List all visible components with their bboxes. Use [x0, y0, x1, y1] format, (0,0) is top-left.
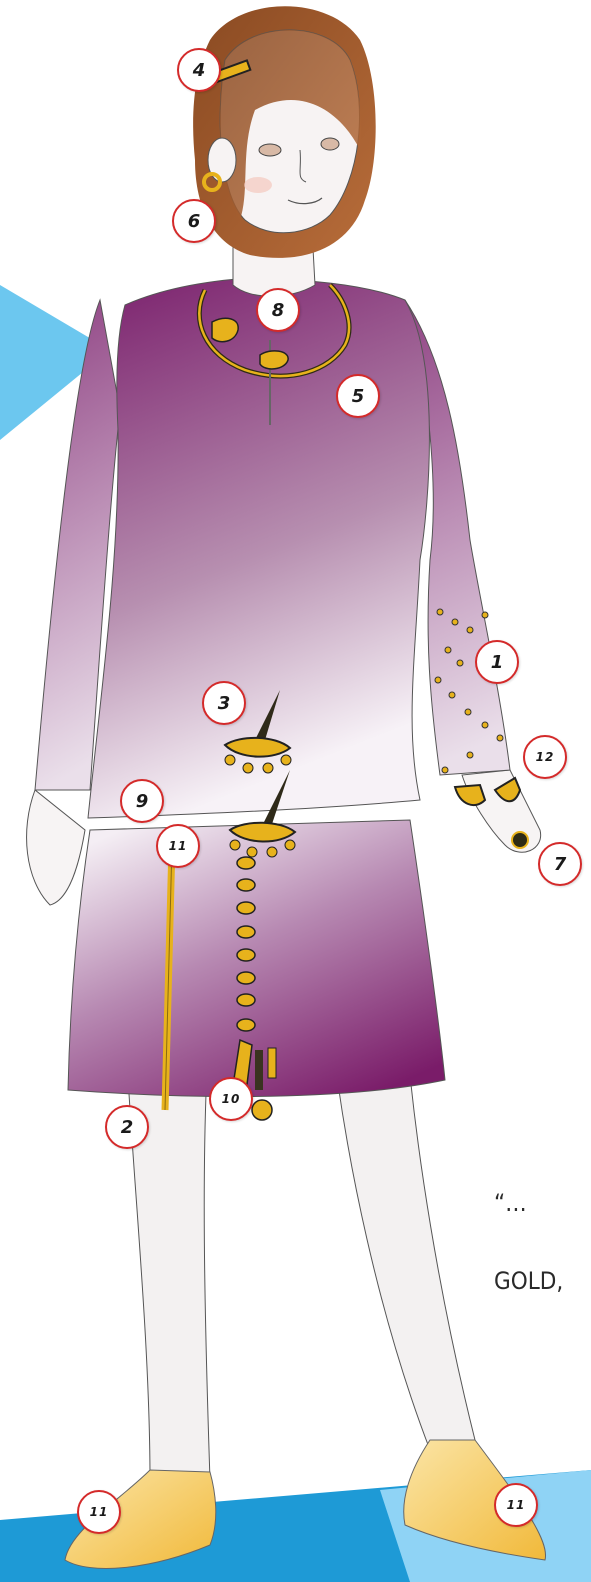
callout-marker-10: 10 — [209, 1077, 253, 1121]
callout-marker-4: 4 — [177, 48, 221, 92]
finger-ring — [512, 832, 528, 848]
callout-marker-5: 5 — [336, 374, 380, 418]
left-eye — [259, 144, 281, 156]
left-hand — [27, 790, 85, 905]
callout-marker-7: 7 — [538, 842, 582, 886]
callout-marker-11-right-shoe: 11 — [494, 1483, 538, 1527]
callout-marker-12: 12 — [523, 735, 567, 779]
callout-marker-1: 1 — [475, 640, 519, 684]
quote-line-2: GOLD, — [494, 1268, 563, 1294]
callout-marker-8: 8 — [256, 288, 300, 332]
cheek — [244, 177, 272, 193]
callout-marker-11-staff: 11 — [156, 824, 200, 868]
callout-marker-3: 3 — [202, 681, 246, 725]
callout-marker-2: 2 — [105, 1105, 149, 1149]
callout-marker-11-left-shoe: 11 — [77, 1490, 121, 1534]
quote-line-1: “… — [494, 1190, 563, 1216]
brooch-center — [260, 351, 288, 369]
callout-marker-6: 6 — [172, 199, 216, 243]
callout-marker-9: 9 — [120, 779, 164, 823]
quote-text: “… GOLD, — [494, 1138, 563, 1320]
right-eye — [321, 138, 339, 150]
